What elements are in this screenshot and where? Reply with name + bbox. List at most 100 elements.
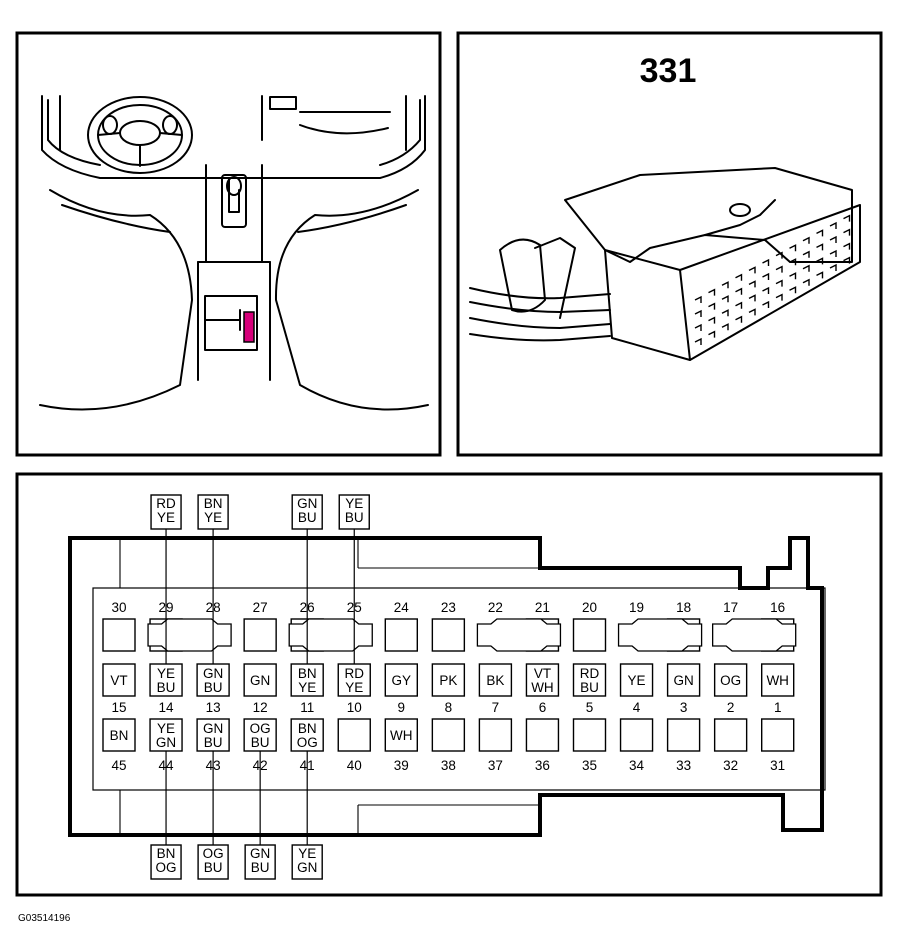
pin-number: 5 [586, 700, 594, 715]
pin-cavity [384, 618, 418, 652]
pin-number: 36 [535, 758, 550, 773]
pin-number: 18 [676, 600, 691, 615]
pin-number: 20 [582, 600, 597, 615]
wire-color-label: OG [720, 673, 741, 688]
pin-number: 17 [723, 600, 738, 615]
pin-number: 14 [159, 700, 175, 715]
wire-callout-box [150, 844, 182, 880]
wire-callout-box [291, 494, 323, 530]
pin-number: 7 [492, 700, 500, 715]
pin-cavity [196, 718, 230, 752]
pin-number: 24 [394, 600, 410, 615]
pin-number: 38 [441, 758, 456, 773]
pin-number: 13 [206, 700, 221, 715]
pin-cavity [525, 718, 560, 752]
pin-number: 10 [347, 700, 362, 715]
pin-number: 15 [111, 700, 126, 715]
pin-cavity [572, 618, 607, 652]
pin-cavity [431, 618, 466, 652]
pin-number: 35 [582, 758, 597, 773]
pin-cavity [572, 663, 607, 697]
pin-cavity [337, 718, 371, 752]
connector-housing [68, 536, 824, 837]
pin-cavity [431, 663, 466, 697]
pin-cavity [337, 663, 371, 697]
wire-color-label: WH [390, 728, 413, 743]
pin-cavity [666, 718, 701, 752]
pin-number: 3 [680, 700, 688, 715]
pin-cavity [478, 663, 513, 697]
pin-number: 31 [770, 758, 785, 773]
wire-callout-box [197, 494, 229, 530]
pin-number: 39 [394, 758, 409, 773]
pin-number: 45 [111, 758, 126, 773]
pin-cavity [761, 663, 795, 697]
pin-number: 21 [535, 600, 550, 615]
coding-key [288, 618, 373, 652]
pin-cavity [102, 618, 136, 652]
pin-cavity [619, 718, 654, 752]
gear-shifter-icon [221, 174, 247, 228]
pin-number: 4 [633, 700, 641, 715]
wire-color-label: PK [439, 673, 457, 688]
pin-cavity [666, 663, 701, 697]
pin-number: 40 [347, 758, 362, 773]
wire-color-label: GN [673, 673, 693, 688]
pin-cavity [196, 663, 230, 697]
wire-callout-box [197, 844, 229, 880]
wire-color-label: BN [110, 728, 129, 743]
wire-callout-box [291, 844, 323, 880]
pin-number: 8 [445, 700, 453, 715]
coding-key [712, 618, 797, 652]
pin-number: 32 [723, 758, 738, 773]
pin-cavity [525, 663, 560, 697]
pin-cavity [149, 663, 183, 697]
pin-cavity [384, 663, 418, 697]
coding-key [147, 618, 232, 652]
pin-number: 2 [727, 700, 735, 715]
pin-number: 34 [629, 758, 645, 773]
location-panel [15, 31, 442, 457]
pin-cavity [384, 718, 418, 752]
pin-number: 6 [539, 700, 547, 715]
pin-number: 37 [488, 758, 503, 773]
coding-key [476, 618, 562, 652]
pin-number: 16 [770, 600, 785, 615]
connector-location-marker-icon [243, 311, 255, 343]
wire-callout-box [244, 844, 276, 880]
pin-cavity [243, 618, 277, 652]
steering-wheel-icon [87, 96, 193, 174]
pin-number: 1 [774, 700, 782, 715]
wire-color-label: GY [392, 673, 412, 688]
pin-number: 27 [253, 600, 268, 615]
pin-cavity [713, 663, 748, 697]
figure-code: G03514196 [18, 913, 71, 924]
wire-color-label: WH [766, 673, 789, 688]
connector-image-panel: 331 [456, 31, 883, 457]
pin-number: 12 [253, 700, 268, 715]
pin-cavity [243, 663, 277, 697]
connector-number: 331 [640, 52, 697, 90]
pin-number: 19 [629, 600, 644, 615]
wire-color-label: VT [110, 673, 127, 688]
wire-color-label: GN [250, 673, 270, 688]
harness-connector-icon [469, 167, 861, 361]
